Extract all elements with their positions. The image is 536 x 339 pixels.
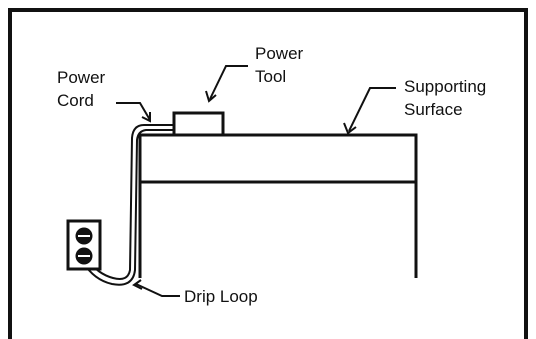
leader-arrows — [116, 65, 396, 297]
power-tool-arrow — [209, 65, 248, 100]
power-tool-label-line1: Power — [255, 44, 304, 63]
drip-loop-label: Drip Loop — [184, 287, 258, 306]
table-top — [138, 133, 418, 184]
power-cord-arrow — [116, 102, 151, 121]
supporting-surface-label-line2: Surface — [404, 100, 463, 119]
diagram-frame — [8, 8, 528, 339]
drip-loop-arrow — [135, 283, 180, 297]
electrical-outlet-icon — [66, 219, 102, 271]
power-tool-label-line2: Tool — [255, 67, 286, 86]
supporting-surface-label-line1: Supporting — [404, 77, 486, 96]
power-tool-icon — [172, 111, 225, 137]
power-cord-label-line2: Cord — [57, 91, 94, 110]
power-cord — [82, 124, 174, 286]
power-cord-label-line1: Power — [57, 68, 106, 87]
supporting-surface-arrow — [348, 87, 396, 132]
